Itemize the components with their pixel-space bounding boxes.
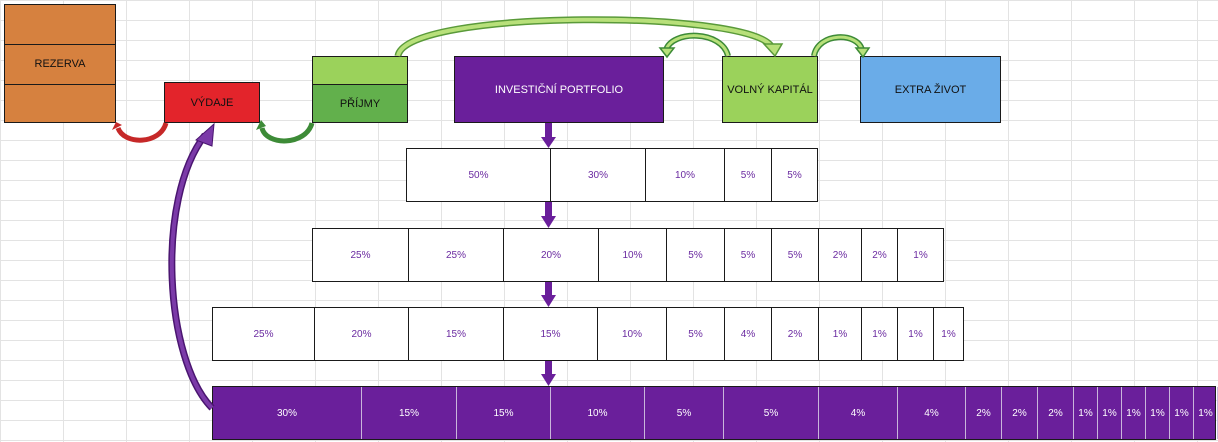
allocation-cell: 1%	[1145, 387, 1169, 439]
allocation-cell: 15%	[503, 308, 597, 360]
rezerva-box: REZERVA	[4, 4, 116, 123]
allocation-cell: 1%	[1169, 387, 1193, 439]
allocation-cell: 20%	[314, 308, 408, 360]
allocation-cell: 30%	[276, 407, 297, 419]
down-arrow-shaft	[545, 361, 552, 375]
allocation-cell: 2%	[1037, 387, 1073, 439]
rezerva-divider	[5, 44, 115, 45]
allocation-cell: 20%	[503, 229, 598, 281]
portfolio-label: INVESTIČNÍ PORTFOLIO	[494, 83, 624, 96]
down-arrow-head	[541, 295, 556, 307]
rezerva-label: REZERVA	[34, 57, 86, 70]
allocation-cell: 5%	[644, 387, 723, 439]
prijmy-to-volny-kapital-arrowhead	[762, 43, 784, 58]
allocation-cell: 1%	[933, 308, 963, 360]
allocation-cell: 4%	[724, 308, 771, 360]
allocation-cell: 5%	[723, 387, 818, 439]
prijmy-to-vydaje-arrow	[259, 122, 315, 144]
allocation-cell: 1%	[1121, 387, 1145, 439]
down-arrow-head	[541, 216, 556, 228]
vydaje-to-rezerva-arrow	[115, 122, 169, 143]
allocation-cell: 10%	[645, 149, 724, 201]
prijmy-label: PŘÍJMY	[339, 98, 381, 110]
allocation-cell: 25%	[350, 249, 371, 261]
allocation-cell: 15%	[408, 308, 503, 360]
volny-kapital-to-extra-zivot-arrow	[812, 35, 864, 57]
allocation-row-2: 25%25%20%10%5%5%5%2%2%1%	[312, 228, 944, 282]
allocation-cell: 2%	[771, 308, 818, 360]
allocation-cell: 2%	[1001, 387, 1037, 439]
volny-kapital-box: VOLNÝ KAPITÁL	[722, 56, 818, 123]
allocation-cell: 5%	[724, 149, 771, 201]
vydaje-to-rezerva-arrowhead	[112, 122, 122, 130]
allocation-cell: 10%	[597, 308, 666, 360]
allocation-cell: 1%	[1073, 387, 1097, 439]
allocation-cell: 50%	[468, 169, 489, 181]
allocation-cell: 25%	[253, 328, 274, 340]
allocation-cell: 5%	[724, 229, 771, 281]
allocation-cell: 4%	[818, 387, 897, 439]
allocation-cell: 1%	[1193, 387, 1217, 439]
prijmy-top-band	[313, 57, 407, 85]
allocation-cell: 5%	[666, 308, 724, 360]
allocation-cell: 1%	[861, 308, 897, 360]
allocation-cell: 10%	[550, 387, 644, 439]
rezerva-divider	[5, 84, 115, 85]
allocation-cell: 15%	[456, 387, 550, 439]
extra-zivot-label: EXTRA ŽIVOT	[894, 83, 967, 96]
allocation-row-4: 30%15%15%10%5%5%4%4%2%2%2%1%1%1%1%1%1%1%	[212, 386, 1218, 440]
prijmy-to-volny-kapital-arrow	[396, 17, 774, 57]
allocation-cell: 1%	[818, 308, 861, 360]
allocation-cell: 15%	[361, 387, 456, 439]
down-arrow-head	[541, 374, 556, 386]
down-arrow-shaft	[545, 282, 552, 296]
allocation-cell: 5%	[666, 229, 724, 281]
extra-zivot-box: EXTRA ŽIVOT	[860, 56, 1001, 123]
allocation-cell: 1%	[897, 229, 943, 281]
portfolio-to-vydaje-arrow	[169, 133, 214, 410]
allocation-cell: 10%	[598, 229, 666, 281]
allocation-cell: 2%	[965, 387, 1001, 439]
allocation-cell: 1%	[1097, 387, 1121, 439]
down-arrow-shaft	[545, 202, 552, 217]
allocation-row-3: 25%20%15%15%10%5%4%2%1%1%1%1%	[212, 307, 964, 361]
portfolio-to-vydaje-arrowhead	[195, 122, 215, 147]
allocation-cell: 5%	[771, 149, 817, 201]
volny-kapital-label: VOLNÝ KAPITÁL	[727, 83, 813, 96]
down-arrow-head	[541, 137, 556, 148]
allocation-cell: 30%	[550, 149, 645, 201]
allocation-row-1: 50%30%10%5%5%	[406, 148, 818, 202]
vydaje-box: VÝDAJE	[164, 82, 260, 123]
prijmy-box: PŘÍJMY	[312, 56, 408, 123]
volny-kapital-to-portfolio-arrow	[664, 34, 730, 57]
allocation-cell: 1%	[897, 308, 933, 360]
allocation-cell: 5%	[771, 229, 818, 281]
allocation-cell: 2%	[861, 229, 897, 281]
down-arrow-shaft	[545, 123, 552, 139]
portfolio-box: INVESTIČNÍ PORTFOLIO	[454, 56, 664, 123]
allocation-cell: 25%	[408, 229, 503, 281]
vydaje-label: VÝDAJE	[190, 96, 234, 109]
allocation-cell: 2%	[818, 229, 861, 281]
allocation-cell: 4%	[897, 387, 965, 439]
